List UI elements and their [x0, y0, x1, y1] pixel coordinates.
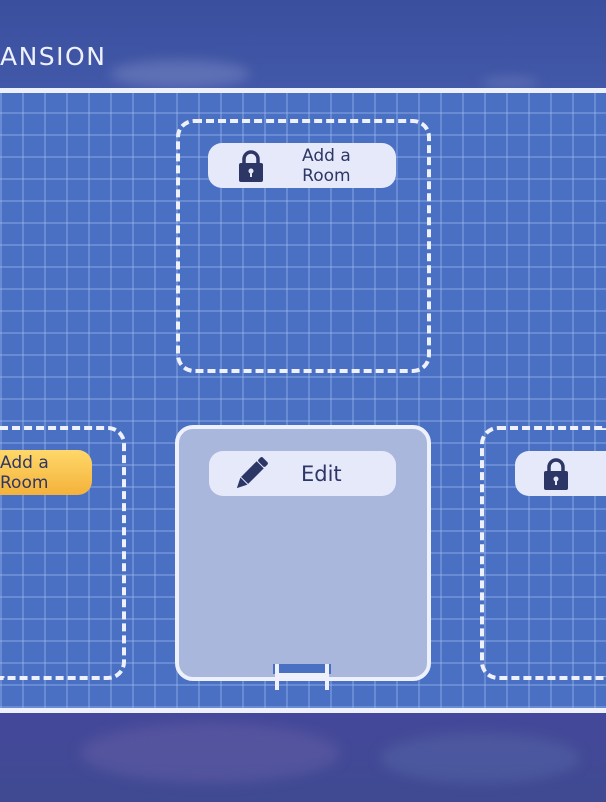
lock-icon — [239, 149, 263, 182]
cloud — [380, 733, 580, 783]
cloud — [110, 60, 250, 88]
divider — [0, 88, 606, 93]
sky-background — [0, 713, 606, 802]
page-title: ANSION — [0, 42, 107, 71]
edit-room-button[interactable]: Edit — [209, 451, 396, 496]
add-room-button-right[interactable] — [515, 451, 606, 496]
room-slot-top[interactable] — [176, 119, 431, 373]
door-icon — [273, 664, 331, 690]
edit-label: Edit — [301, 461, 342, 486]
pencil-icon — [236, 456, 268, 488]
divider — [0, 708, 606, 713]
room-slot-right[interactable] — [480, 426, 606, 680]
header: ANSION — [0, 0, 606, 88]
cloud — [80, 723, 340, 783]
room-slot-left[interactable] — [0, 426, 126, 680]
cloud — [480, 78, 540, 88]
lock-icon — [544, 457, 568, 490]
